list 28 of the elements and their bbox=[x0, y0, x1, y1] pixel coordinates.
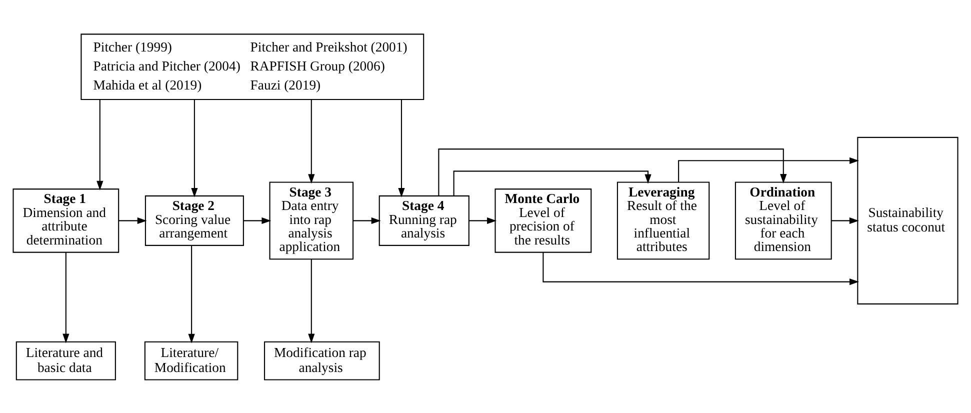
arrow bbox=[62, 252, 70, 343]
arrow bbox=[118, 216, 147, 224]
arrow bbox=[678, 156, 860, 182]
node-box: Modification rap analysis bbox=[264, 340, 380, 380]
node-box: Literature and basic data bbox=[16, 340, 116, 380]
node-box: Stage 3 Data entry into rap analysis application bbox=[269, 181, 354, 260]
node-box: Sustainability status coconut bbox=[857, 136, 958, 304]
node-box: Stage 4 Running rap analysis bbox=[378, 194, 470, 246]
arrow bbox=[244, 216, 272, 224]
arrow bbox=[353, 216, 381, 224]
arrow bbox=[453, 170, 652, 196]
arrow bbox=[542, 252, 859, 285]
node-box: Leveraging Result of the most influential attributes bbox=[616, 181, 710, 260]
arrow bbox=[469, 216, 497, 224]
arrow bbox=[96, 99, 104, 190]
node-box: Monte Carlo Level of precision of the results bbox=[494, 188, 592, 252]
arrow bbox=[188, 245, 195, 343]
node-box: Literature/ Modification bbox=[144, 340, 238, 380]
node-box: Pitcher (1999) Pitcher and Preikshot (2001) Patricia and Pitcher (2004) RAPFISH Group (2006) Mahida et al (2019) Fauzi (2019) bbox=[80, 33, 424, 100]
arrow bbox=[308, 99, 315, 184]
node-box: Stage 1 Dimension and attribute determination bbox=[12, 188, 120, 252]
node-box: Stage 2 Scoring value arrangement bbox=[144, 194, 244, 246]
arrow bbox=[308, 258, 315, 343]
arrow bbox=[438, 148, 787, 196]
arrow bbox=[398, 99, 405, 197]
node-box: Ordination Level of sustainability for each dimension bbox=[734, 181, 832, 260]
arrow bbox=[831, 216, 859, 224]
arrow bbox=[191, 99, 198, 197]
